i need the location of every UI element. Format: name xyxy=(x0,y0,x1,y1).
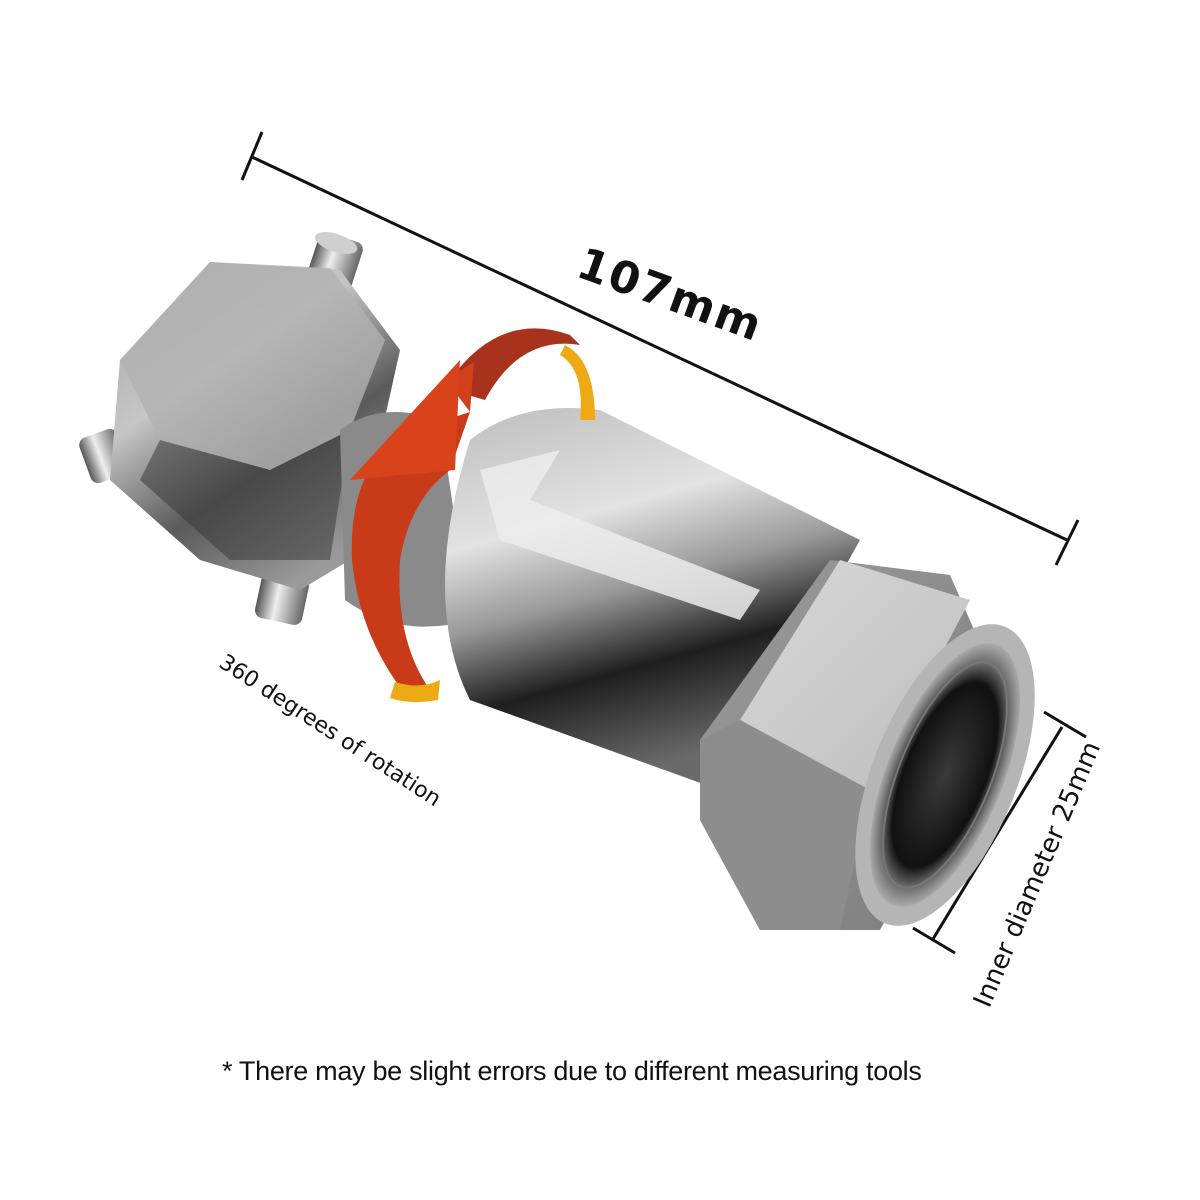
length-dimension-line-icon xyxy=(240,131,1080,566)
rotating-head xyxy=(110,262,400,590)
diameter-dimension-line-icon xyxy=(912,710,1087,955)
rotation-arrow-icon xyxy=(350,328,595,703)
measurement-disclaimer: * There may be slight errors due to diff… xyxy=(222,1056,922,1086)
threaded-bore xyxy=(855,624,1035,926)
